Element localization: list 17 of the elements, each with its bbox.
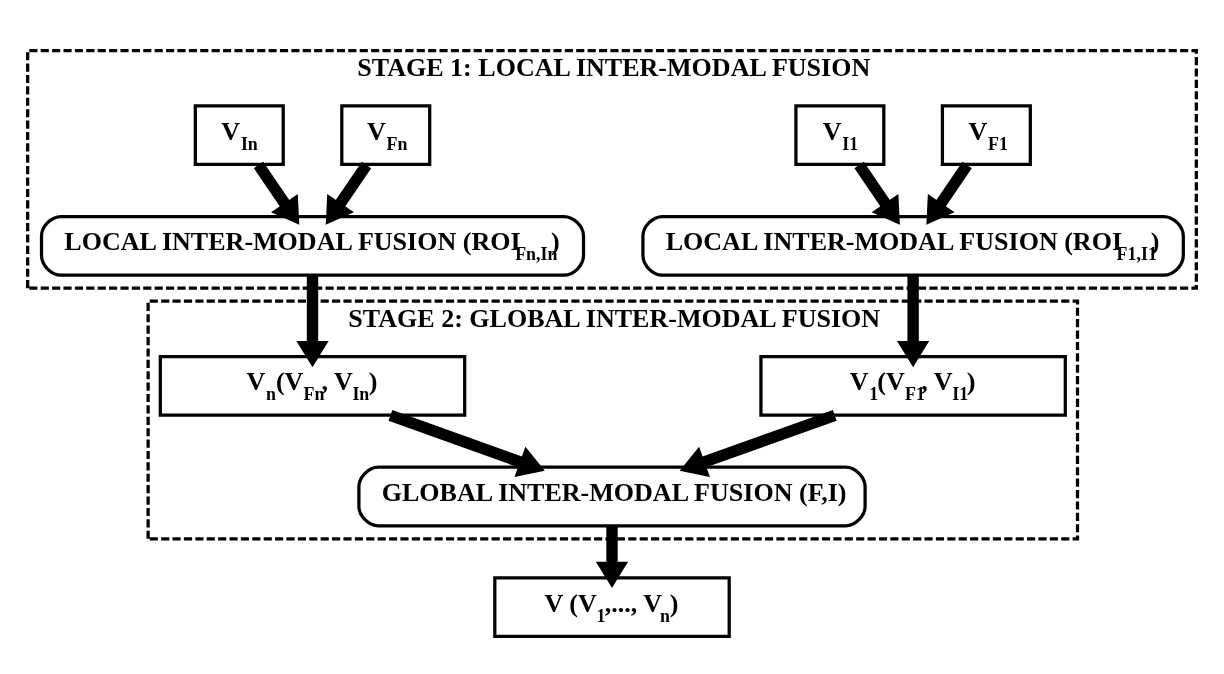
arrow [926,161,972,225]
node-box: V$_{Fn}$ [340,104,432,167]
node-box: V$_{I1}$ [794,104,886,167]
arrow [253,161,300,225]
arrow [595,526,629,589]
arrow [854,161,900,225]
node-box: V$_{In}$ [193,104,285,167]
node-box: V$_{F1}$ [940,104,1032,167]
node-box: LOCAL INTER-MODAL FUSION (ROI$_{Fn,In}$) [39,214,586,277]
node-box: V (V$_{1}$,..., V$_{n}$) [493,576,731,639]
node-box: V$_{1}$(V$_{F1}$, V$_{I1}$) [759,354,1067,417]
node-box: V$_{n}$(V$_{Fn}$, V$_{In}$) [158,354,467,417]
arrow [896,275,930,368]
node-box: GLOBAL INTER-MODAL FUSION (F,I) [357,465,867,528]
arrow [296,275,329,368]
arrow [325,161,372,225]
node-box: LOCAL INTER-MODAL FUSION (ROI$_{F1,I1}$) [641,214,1185,277]
